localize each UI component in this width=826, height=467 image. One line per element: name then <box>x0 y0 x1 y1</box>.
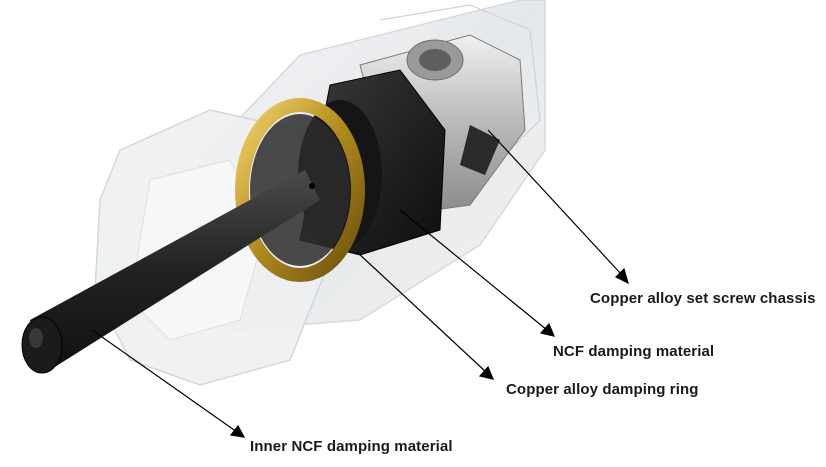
label-inner-ncf-damping-material: Inner NCF damping material <box>250 438 453 455</box>
label-ncf-damping-material: NCF damping material <box>553 343 715 360</box>
inner-ncf-pin <box>21 170 320 374</box>
label-set-screw-chassis: Copper alloy set screw chassis <box>590 290 816 307</box>
leader-lines <box>91 129 629 438</box>
label-copper-damping-ring: Copper alloy damping ring <box>506 381 699 398</box>
